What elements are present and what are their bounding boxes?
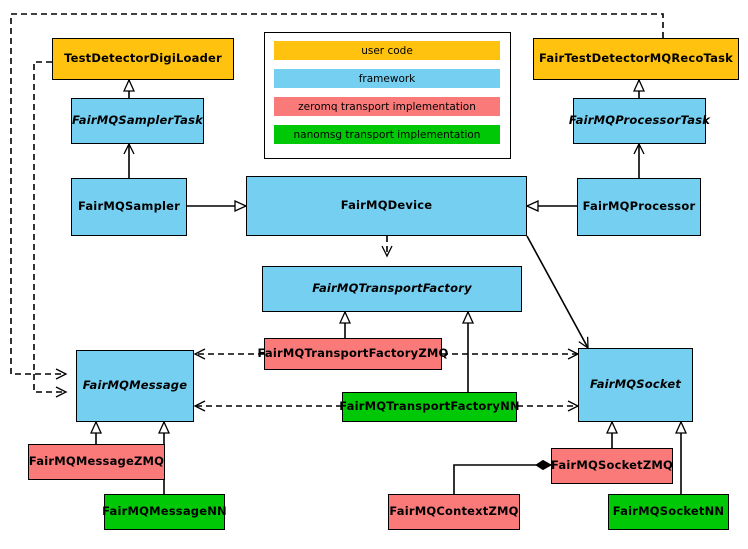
class-box-fairmq-sampler-task[interactable]: FairMQSamplerTask	[71, 98, 204, 144]
class-box-fairmq-transport-factory-nn[interactable]: FairMQTransportFactoryNN	[339, 392, 520, 422]
legend-label: nanomsg transport implementation	[293, 128, 481, 141]
class-box-fairmq-socket-zmq[interactable]: FairMQSocketZMQ	[551, 448, 673, 484]
class-box-fairmq-message-nn[interactable]: FairMQMessageNN	[102, 494, 227, 530]
class-box-fairmq-socket-nn[interactable]: FairMQSocketNN	[608, 494, 729, 530]
legend-label: zeromq transport implementation	[298, 100, 476, 113]
legend-item-zeromq: zeromq transport implementation	[274, 97, 500, 116]
class-box-fairmq-context-zmq[interactable]: FairMQContextZMQ	[388, 494, 520, 530]
class-box-fair-testdetector-mq-reco-task[interactable]: FairTestDetectorMQRecoTask	[533, 38, 739, 80]
class-box-test-detector-digi-loader[interactable]: TestDetectorDigiLoader	[52, 38, 234, 80]
legend-panel: user code framework zeromq transport imp…	[264, 32, 511, 159]
class-box-fairmq-socket[interactable]: FairMQSocket	[578, 348, 693, 422]
class-box-fairmq-sampler[interactable]: FairMQSampler	[71, 178, 187, 236]
class-box-fairmq-message-zmq[interactable]: FairMQMessageZMQ	[28, 444, 165, 480]
class-box-fairmq-message[interactable]: FairMQMessage	[76, 350, 194, 422]
class-box-fairmq-processor-task[interactable]: FairMQProcessorTask	[569, 98, 710, 144]
class-box-fairmq-processor[interactable]: FairMQProcessor	[577, 178, 701, 236]
legend-item-nanomsg: nanomsg transport implementation	[274, 125, 500, 144]
class-box-fairmq-device[interactable]: FairMQDevice	[246, 176, 527, 236]
class-box-fairmq-transport-factory-zmq[interactable]: FairMQTransportFactoryZMQ	[258, 338, 448, 370]
class-box-fairmq-transport-factory[interactable]: FairMQTransportFactory	[262, 266, 522, 312]
legend-item-user-code: user code	[274, 41, 500, 60]
legend-label: framework	[358, 72, 416, 85]
legend-label: user code	[361, 44, 413, 57]
legend-item-framework: framework	[274, 69, 500, 88]
